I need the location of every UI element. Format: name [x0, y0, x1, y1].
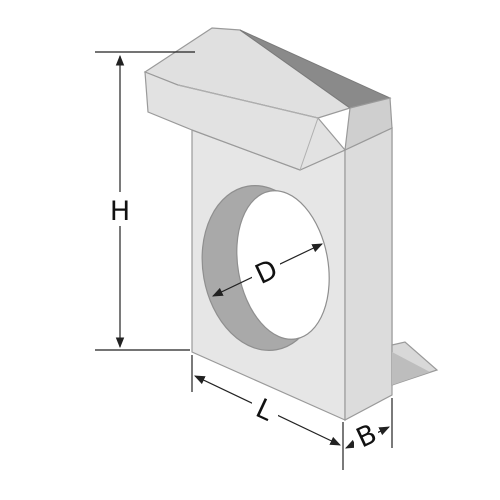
height-label: H: [110, 196, 130, 227]
l-label-backdrop: [252, 392, 278, 424]
cap-end: [344, 97, 393, 152]
base-foot-shadow: [392, 352, 430, 385]
cap-ridge: [177, 84, 319, 171]
d-label-backdrop: [252, 254, 280, 286]
top-cap: [143, 27, 393, 171]
b-label-backdrop: [354, 419, 378, 449]
side-face: [344, 127, 393, 421]
h-label-backdrop: [106, 192, 134, 226]
